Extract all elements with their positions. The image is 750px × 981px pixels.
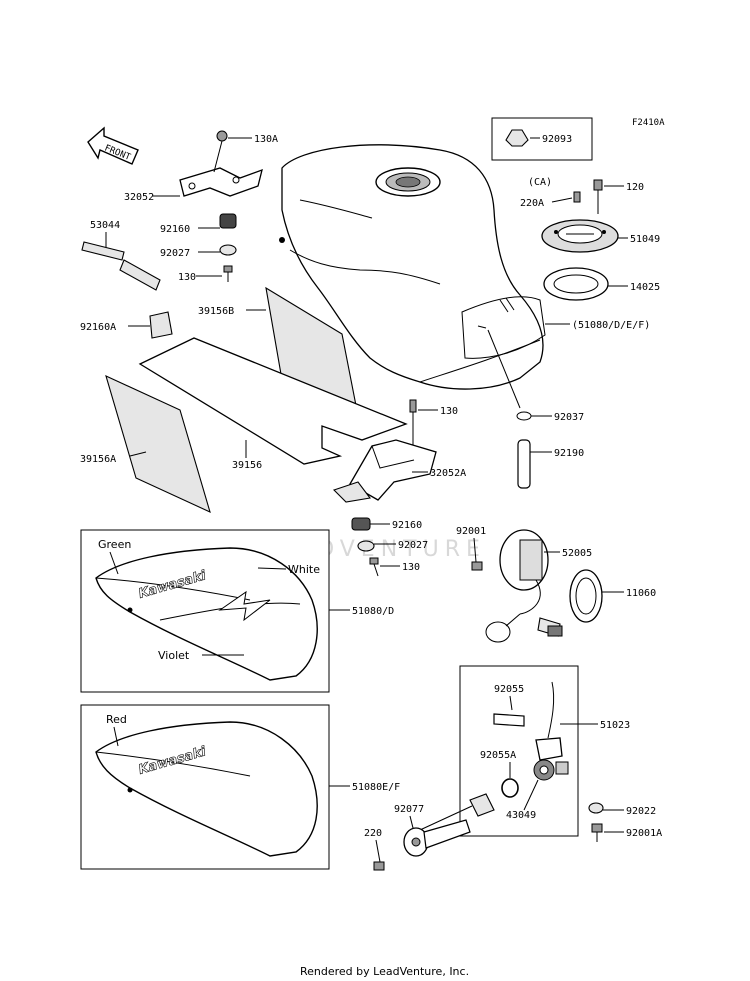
label-39156a: 39156A bbox=[80, 454, 116, 465]
bracket-32052a bbox=[332, 439, 437, 503]
label-52005: 52005 bbox=[562, 548, 592, 559]
label-51080ef: 51080E/F bbox=[352, 782, 400, 793]
label-39156b: 39156B bbox=[198, 306, 234, 317]
label-130-low: 130 bbox=[402, 562, 420, 573]
label-92027-mid: 92027 bbox=[398, 540, 428, 551]
label-92001: 92001 bbox=[456, 526, 486, 537]
label-11060: 11060 bbox=[626, 588, 656, 599]
label-220a: 220A bbox=[520, 198, 544, 209]
front-arrow-icon: FRONT bbox=[87, 126, 139, 165]
gasket-11060 bbox=[569, 569, 603, 623]
label-92190: 92190 bbox=[554, 448, 584, 459]
footer-credit: Rendered by LeadVenture, Inc. bbox=[300, 965, 469, 978]
tank-cover-51080ef bbox=[95, 721, 318, 857]
color-label-violet: Violet bbox=[158, 649, 190, 662]
label-32052a: 32052A bbox=[430, 468, 466, 479]
label-92160-mid: 92160 bbox=[392, 520, 422, 531]
label-92160-top: 92160 bbox=[160, 224, 190, 235]
label-39156: 39156 bbox=[232, 460, 262, 471]
filler-cap-51049 bbox=[541, 219, 619, 253]
label-92055: 92055 bbox=[494, 684, 524, 695]
label-92022: 92022 bbox=[626, 806, 656, 817]
label-51080d: 51080/D bbox=[352, 606, 394, 617]
label-53044: 53044 bbox=[90, 220, 120, 231]
fuel-pump-52005 bbox=[485, 529, 563, 643]
label-43049: 43049 bbox=[506, 810, 536, 821]
label-92093: 92093 bbox=[542, 134, 572, 145]
tap-lever-92077 bbox=[403, 819, 471, 857]
color-label-green: Green bbox=[98, 538, 131, 551]
label-92037: 92037 bbox=[554, 412, 584, 423]
fuel-tank bbox=[279, 144, 546, 390]
label-14025: 14025 bbox=[630, 282, 660, 293]
label-130a-top: 130A bbox=[254, 134, 278, 145]
fuel-tap-51023 bbox=[533, 681, 569, 781]
label-220: 220 bbox=[364, 828, 382, 839]
gasket-14025 bbox=[543, 267, 609, 301]
label-51080def: (51080/D/E/F) bbox=[572, 320, 650, 331]
label-ca: (CA) bbox=[528, 177, 552, 188]
color-label-red: Red bbox=[106, 713, 127, 726]
label-92055a: 92055A bbox=[480, 750, 516, 761]
label-92001a: 92001A bbox=[626, 828, 662, 839]
label-92160a: 92160A bbox=[80, 322, 116, 333]
tank-cover-51080d bbox=[95, 547, 318, 681]
label-92027-top: 92027 bbox=[160, 248, 190, 259]
label-130-mid: 130 bbox=[440, 406, 458, 417]
label-32052: 32052 bbox=[124, 192, 154, 203]
label-120: 120 bbox=[626, 182, 644, 193]
label-51049: 51049 bbox=[630, 234, 660, 245]
diagram-id: F2410A bbox=[632, 118, 665, 128]
label-92077: 92077 bbox=[394, 804, 424, 815]
label-51023: 51023 bbox=[600, 720, 630, 731]
color-label-white: White bbox=[288, 563, 320, 576]
label-130-left: 130 bbox=[178, 272, 196, 283]
bracket-32052 bbox=[179, 130, 263, 197]
